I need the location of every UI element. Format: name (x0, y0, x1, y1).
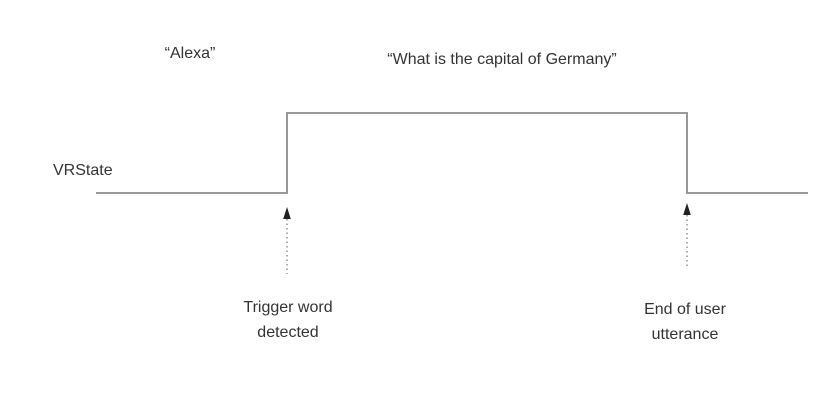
trigger-annotation-line2: detected (257, 324, 319, 341)
trigger-up-arrow-icon (283, 207, 291, 274)
trigger-word-detected-annotation: Trigger word detected (208, 295, 368, 345)
end-annotation-line2: utterance (651, 326, 719, 343)
end-up-arrow-icon (683, 203, 691, 266)
vrstate-waveform (96, 112, 808, 194)
trigger-word-speech-label: “Alexa” (164, 45, 216, 62)
trigger-annotation-line1: Trigger word (243, 299, 333, 316)
end-annotation-line1: End of user (644, 301, 726, 318)
trigger-arrow-head (283, 207, 291, 219)
end-arrow-head (683, 203, 691, 215)
utterance-speech-label: “What is the capital of Germany” (387, 51, 617, 68)
end-of-user-utterance-annotation: End of user utterance (605, 297, 765, 347)
vrstate-signal-label: VRState (53, 162, 113, 179)
